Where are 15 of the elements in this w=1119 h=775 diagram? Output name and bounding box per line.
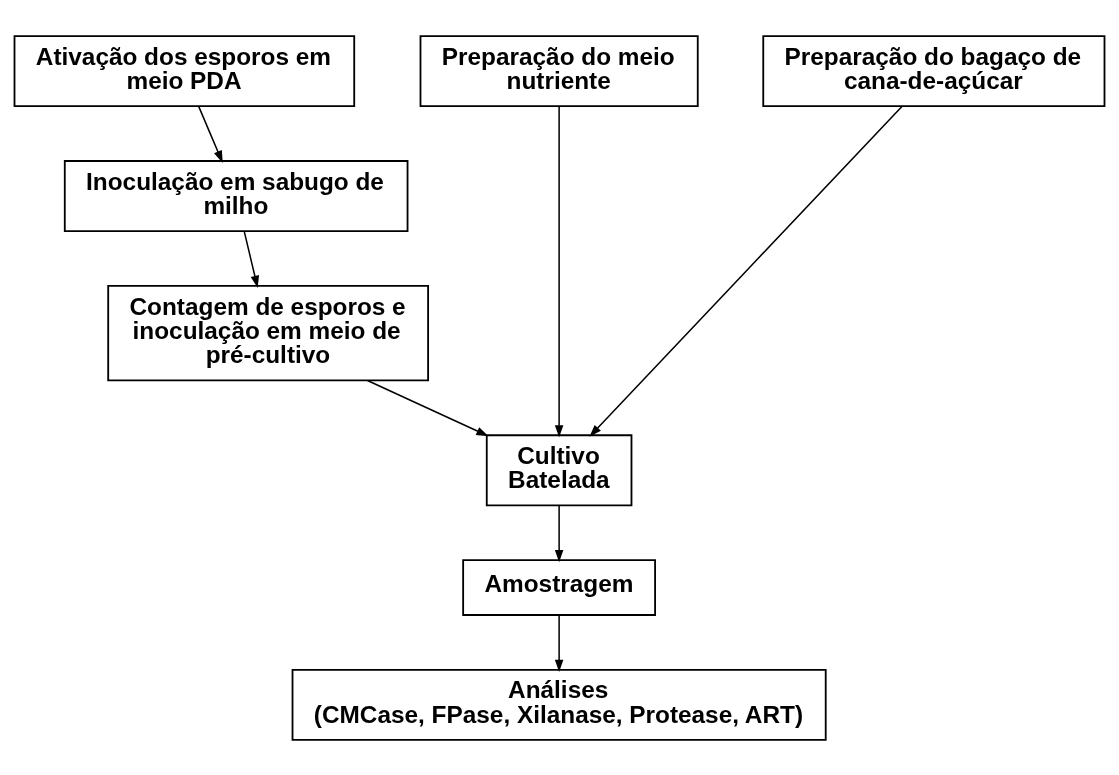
arrow [243,230,260,288]
node-box: Preparação do bagaço de cana-de-açúcar [762,34,1106,107]
node-box: Cultivo Batelada [485,433,633,506]
node-box: Ativação dos esporos em meio PDA [13,34,356,107]
arrow [198,105,223,163]
arrow [554,613,564,672]
node-box: Preparação do meio nutriente [419,34,699,107]
arrow [554,504,564,562]
arrow [589,105,903,437]
node-box: Inoculação em sabugo de milho [63,159,409,232]
arrow [366,379,489,436]
node-box: Contagem de esporos e inoculação em meio de pré-cultivo [107,284,430,381]
node-box: Amostragem [462,558,656,616]
node-box: Análises (CMCase, FPase, Xilanase, Protease, ART) [291,668,827,741]
arrow [554,105,564,437]
